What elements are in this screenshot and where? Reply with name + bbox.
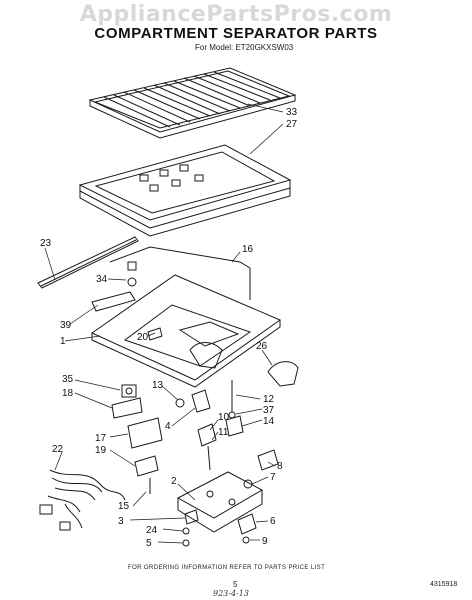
part-23-strip bbox=[37, 236, 139, 289]
callout-37: 37 bbox=[263, 405, 275, 416]
callout-17: 17 bbox=[95, 433, 107, 444]
callout-39: 39 bbox=[60, 320, 72, 331]
callout-35: 35 bbox=[62, 374, 74, 385]
part-10-sensor bbox=[197, 423, 217, 447]
callout-20: 20 bbox=[137, 332, 149, 343]
part-14-thermostat bbox=[225, 415, 244, 437]
callout-3: 3 bbox=[118, 516, 124, 527]
ordering-note: FOR ORDERING INFORMATION REFER TO PARTS … bbox=[128, 565, 326, 571]
part-8-motor bbox=[257, 449, 279, 471]
callout-14: 14 bbox=[263, 416, 275, 427]
part-4-damper bbox=[191, 389, 211, 413]
callout-27: 27 bbox=[286, 119, 298, 130]
callout-24: 24 bbox=[146, 525, 158, 536]
part-27-frame bbox=[78, 144, 292, 237]
callout-26: 26 bbox=[256, 341, 268, 352]
part-34-screw bbox=[127, 261, 137, 287]
callout-13: 13 bbox=[152, 380, 164, 391]
callout-15: 15 bbox=[118, 501, 130, 512]
model-subtitle: For Model: ET20GKXSW03 bbox=[195, 43, 294, 52]
part-35-knob bbox=[121, 384, 137, 398]
page-number: 5 bbox=[233, 580, 238, 589]
callout-34: 34 bbox=[96, 274, 108, 285]
part-9-nut bbox=[242, 536, 250, 544]
callout-6: 6 bbox=[270, 516, 276, 527]
callout-16: 16 bbox=[242, 244, 254, 255]
part-3-clip bbox=[184, 509, 199, 525]
document-number: 4315918 bbox=[430, 581, 458, 588]
part-18-bezel bbox=[111, 397, 143, 419]
callout-1: 1 bbox=[60, 336, 66, 347]
part-13-grommet bbox=[175, 398, 185, 408]
part-33-grille bbox=[88, 67, 297, 139]
part-2-box bbox=[176, 471, 264, 533]
callout-2: 2 bbox=[171, 476, 177, 487]
part-1-separator-panel bbox=[90, 274, 282, 388]
part-11-lead bbox=[207, 445, 211, 471]
callout-18: 18 bbox=[62, 388, 74, 399]
handwritten-code: 923-4-13 bbox=[213, 589, 249, 598]
part-20-clip bbox=[147, 327, 163, 341]
part-5-screw bbox=[182, 539, 190, 547]
part-26-cover bbox=[267, 361, 299, 387]
watermark: AppliancePartsPros.com bbox=[79, 2, 393, 27]
callout-12: 12 bbox=[263, 394, 275, 405]
callout-10: 10 bbox=[218, 412, 230, 423]
part-37-washer bbox=[228, 411, 236, 419]
part-6-connector bbox=[237, 513, 257, 535]
callout-9: 9 bbox=[262, 536, 268, 547]
callout-8: 8 bbox=[277, 461, 283, 472]
callout-7: 7 bbox=[270, 472, 276, 483]
callout-19: 19 bbox=[95, 445, 107, 456]
callout-labels: 33 27 23 16 34 39 20 1 26 35 18 13 12 37… bbox=[40, 107, 298, 549]
leader-lines bbox=[44, 103, 284, 544]
callout-4: 4 bbox=[165, 421, 171, 432]
callout-5: 5 bbox=[146, 538, 152, 549]
callout-33: 33 bbox=[286, 107, 298, 118]
part-24-screw bbox=[182, 527, 190, 535]
part-39-bracket bbox=[91, 291, 136, 312]
callout-11: 11 bbox=[218, 427, 229, 438]
part-19-bracket bbox=[134, 455, 159, 477]
part-22-wire-harness bbox=[39, 469, 126, 531]
page-title: COMPARTMENT SEPARATOR PARTS bbox=[94, 25, 378, 42]
callout-23: 23 bbox=[40, 238, 52, 249]
part-16-wire bbox=[109, 246, 251, 300]
part-17-control-housing bbox=[127, 417, 163, 449]
callout-22: 22 bbox=[52, 444, 64, 455]
